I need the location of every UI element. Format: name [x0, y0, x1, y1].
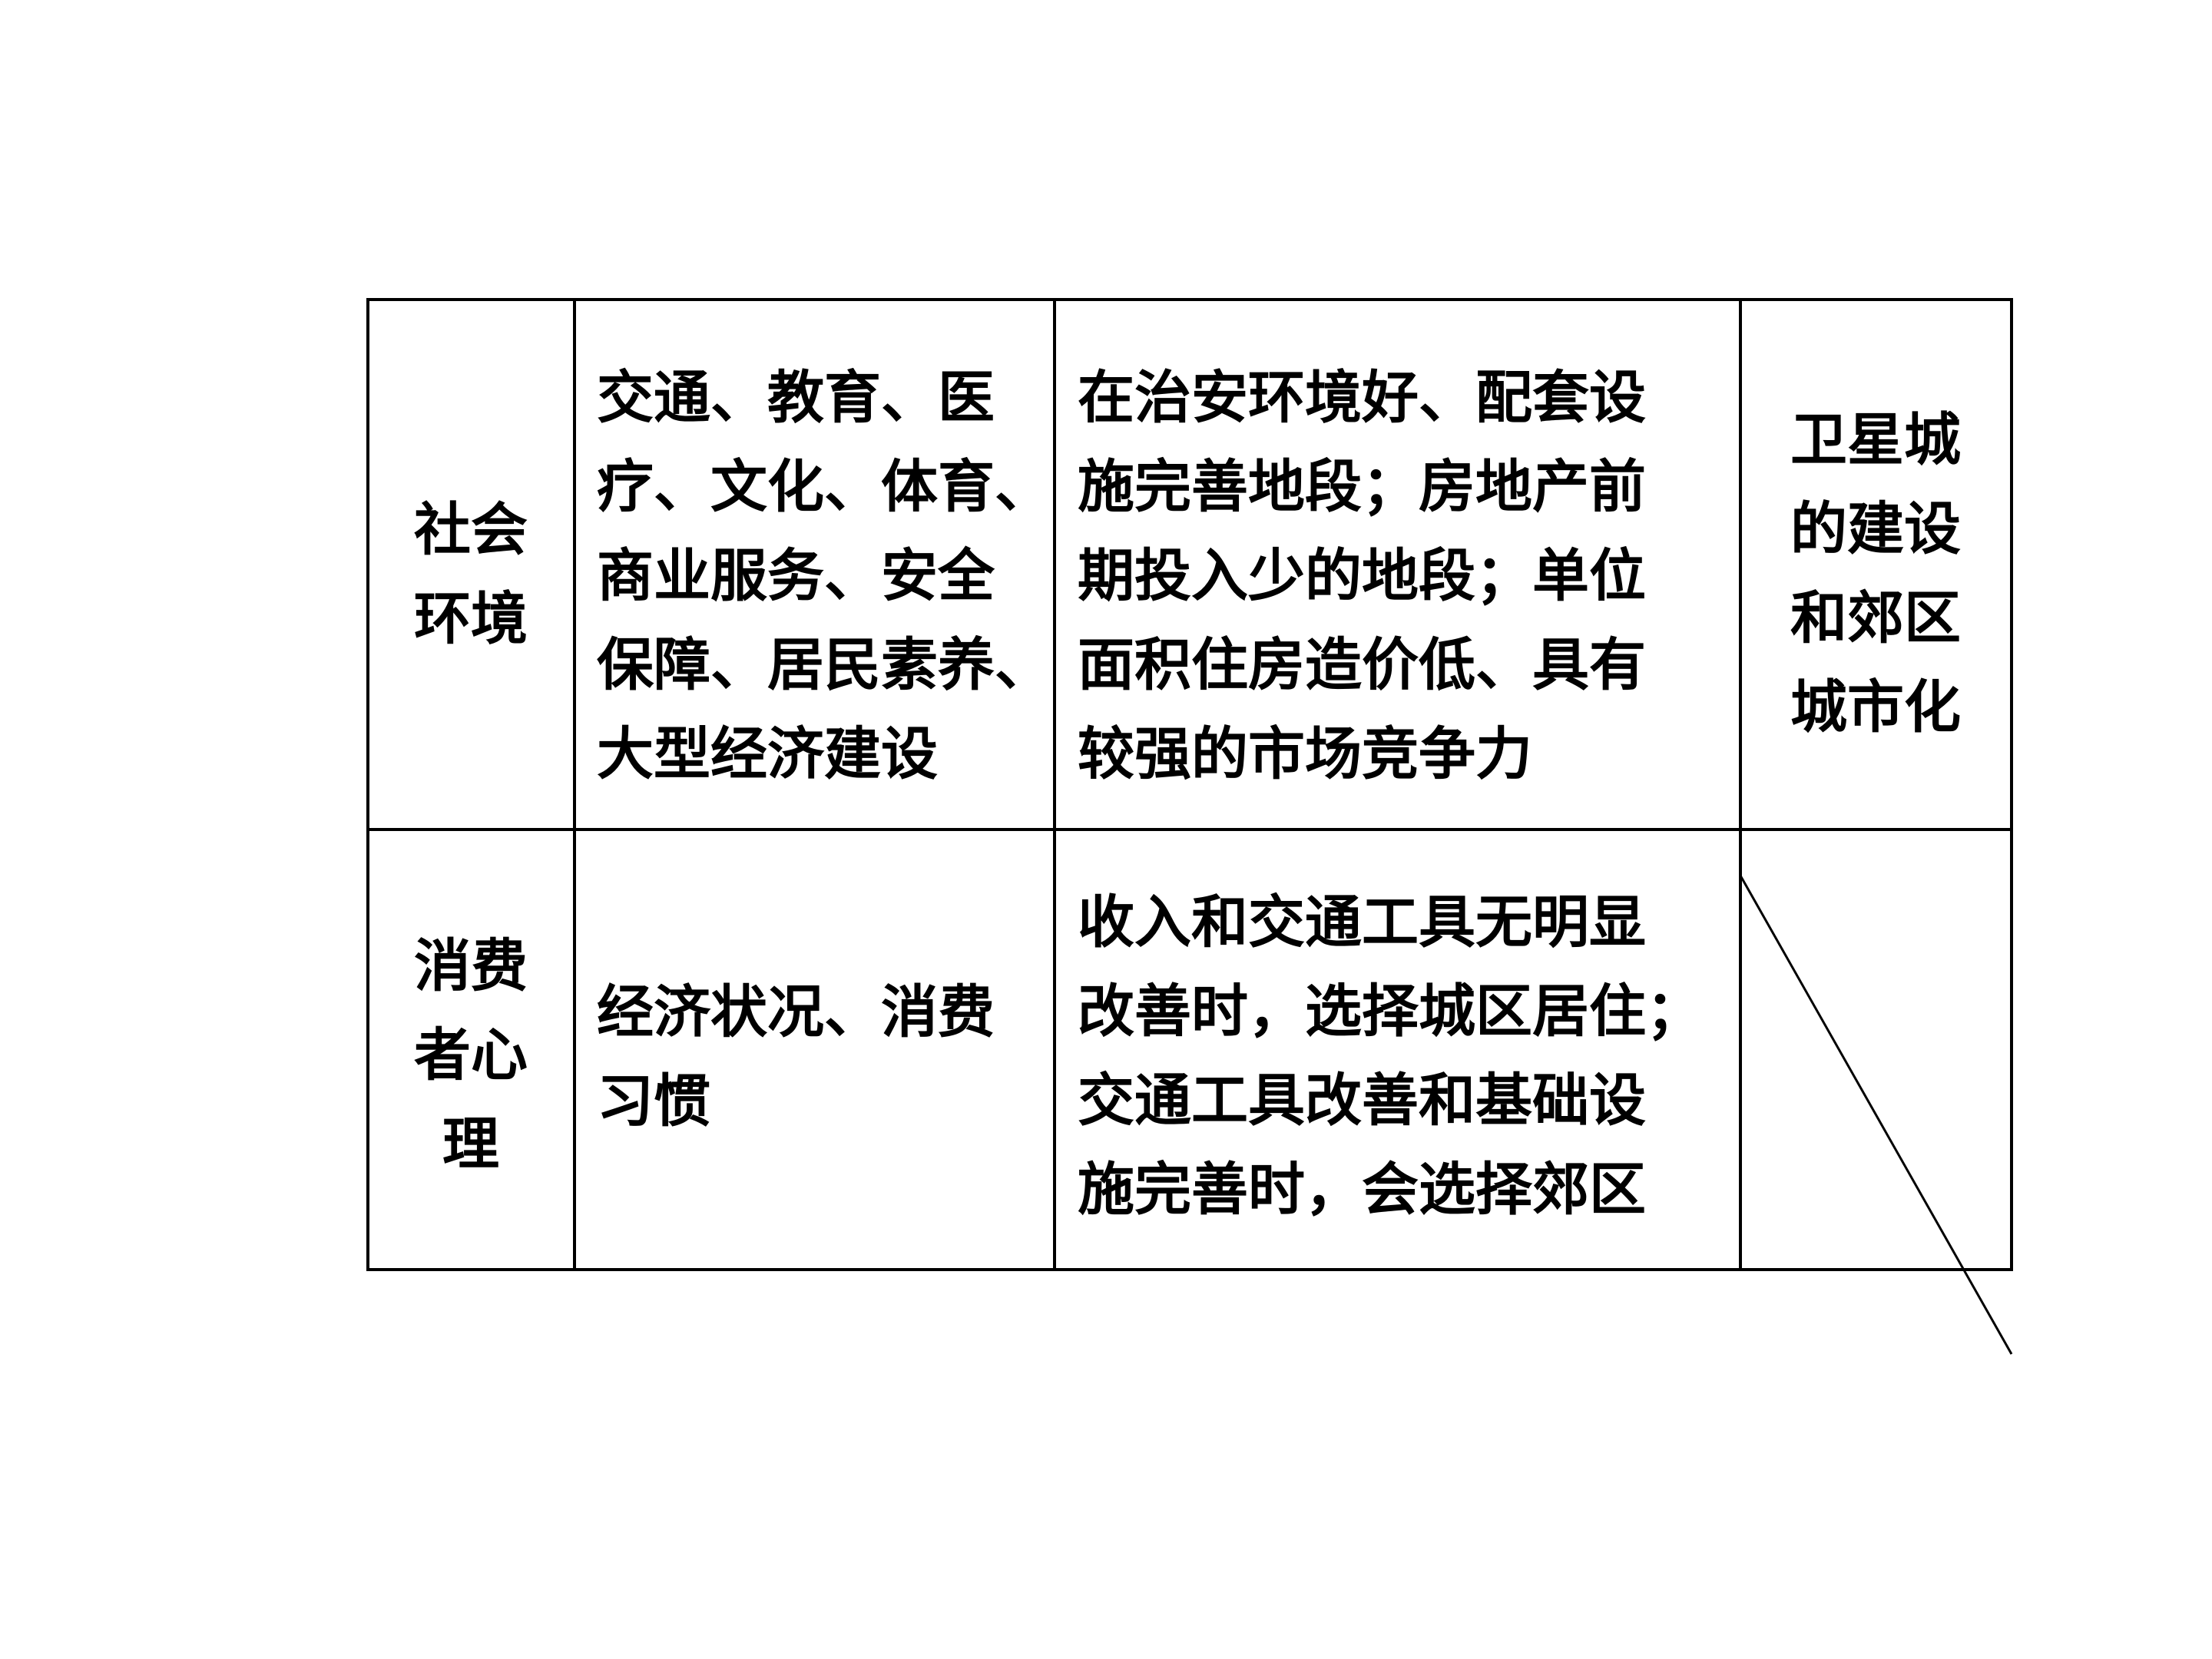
row1-factors-line1: 交通、教育、医 [597, 365, 995, 431]
row2-factors-line2: 习惯 [597, 1068, 710, 1134]
row1-effects-line3: 期投入少的地段；单位 [1078, 543, 1646, 609]
row2-category: 消费 者心 理 [399, 922, 542, 1189]
row1-result-line4: 城市化 [1790, 674, 1961, 740]
row1-result-line1: 卫星城 [1790, 407, 1961, 473]
row1-category-line2: 环境 [414, 586, 528, 652]
row2-category-line2: 者心 [414, 1022, 528, 1088]
row2-factors-line1: 经济状况、消费 [597, 979, 995, 1045]
row1-effects-line4: 面积住房造价低、具有 [1078, 632, 1646, 698]
row2-effects: 收入和交通工具无明显 改善时，选择城区居住； 交通工具改善和基础设 施完善时，会… [1078, 878, 1703, 1234]
table-border [366, 298, 2013, 1271]
diagonal-line [1739, 875, 2013, 1355]
row1-factors: 交通、教育、医 疗、文化、体育、 商业服务、安全 保障、居民素养、 大型经济建设 [597, 353, 1051, 799]
row1-category-line1: 社会 [414, 497, 528, 563]
row1-effects: 在治安环境好、配套设 施完善地段；房地产前 期投入少的地段；单位 面积住房造价低… [1078, 353, 1646, 799]
row2-category-line1: 消费 [414, 933, 528, 999]
row2-effects-line3: 交通工具改善和基础设 [1078, 1068, 1646, 1134]
row2-category-line3: 理 [442, 1111, 499, 1177]
row2-effects-line1: 收入和交通工具无明显 [1078, 889, 1646, 955]
row1-effects-line5: 较强的市场竞争力 [1078, 721, 1532, 787]
row2-factors: 经济状况、消费 习惯 [597, 968, 995, 1146]
row2-effects-line4: 施完善时，会选择郊区 [1078, 1157, 1646, 1223]
row1-effects-line1: 在治安环境好、配套设 [1078, 365, 1646, 431]
row1-result-line3: 和郊区 [1790, 585, 1961, 651]
row1-result-line2: 的建设 [1790, 496, 1961, 562]
row1-factors-line5: 大型经济建设 [597, 721, 938, 787]
row1-category: 社会 环境 [399, 485, 542, 664]
row1-factors-line2: 疗、文化、体育、 [597, 454, 1051, 520]
row1-factors-line3: 商业服务、安全 [597, 543, 995, 609]
row1-factors-line4: 保障、居民素养、 [597, 632, 1051, 698]
row1-effects-line2: 施完善地段；房地产前 [1078, 454, 1646, 520]
row1-result: 卫星城 的建设 和郊区 城市化 [1748, 396, 2003, 752]
row2-effects-line2: 改善时，选择城区居住； [1078, 979, 1703, 1045]
